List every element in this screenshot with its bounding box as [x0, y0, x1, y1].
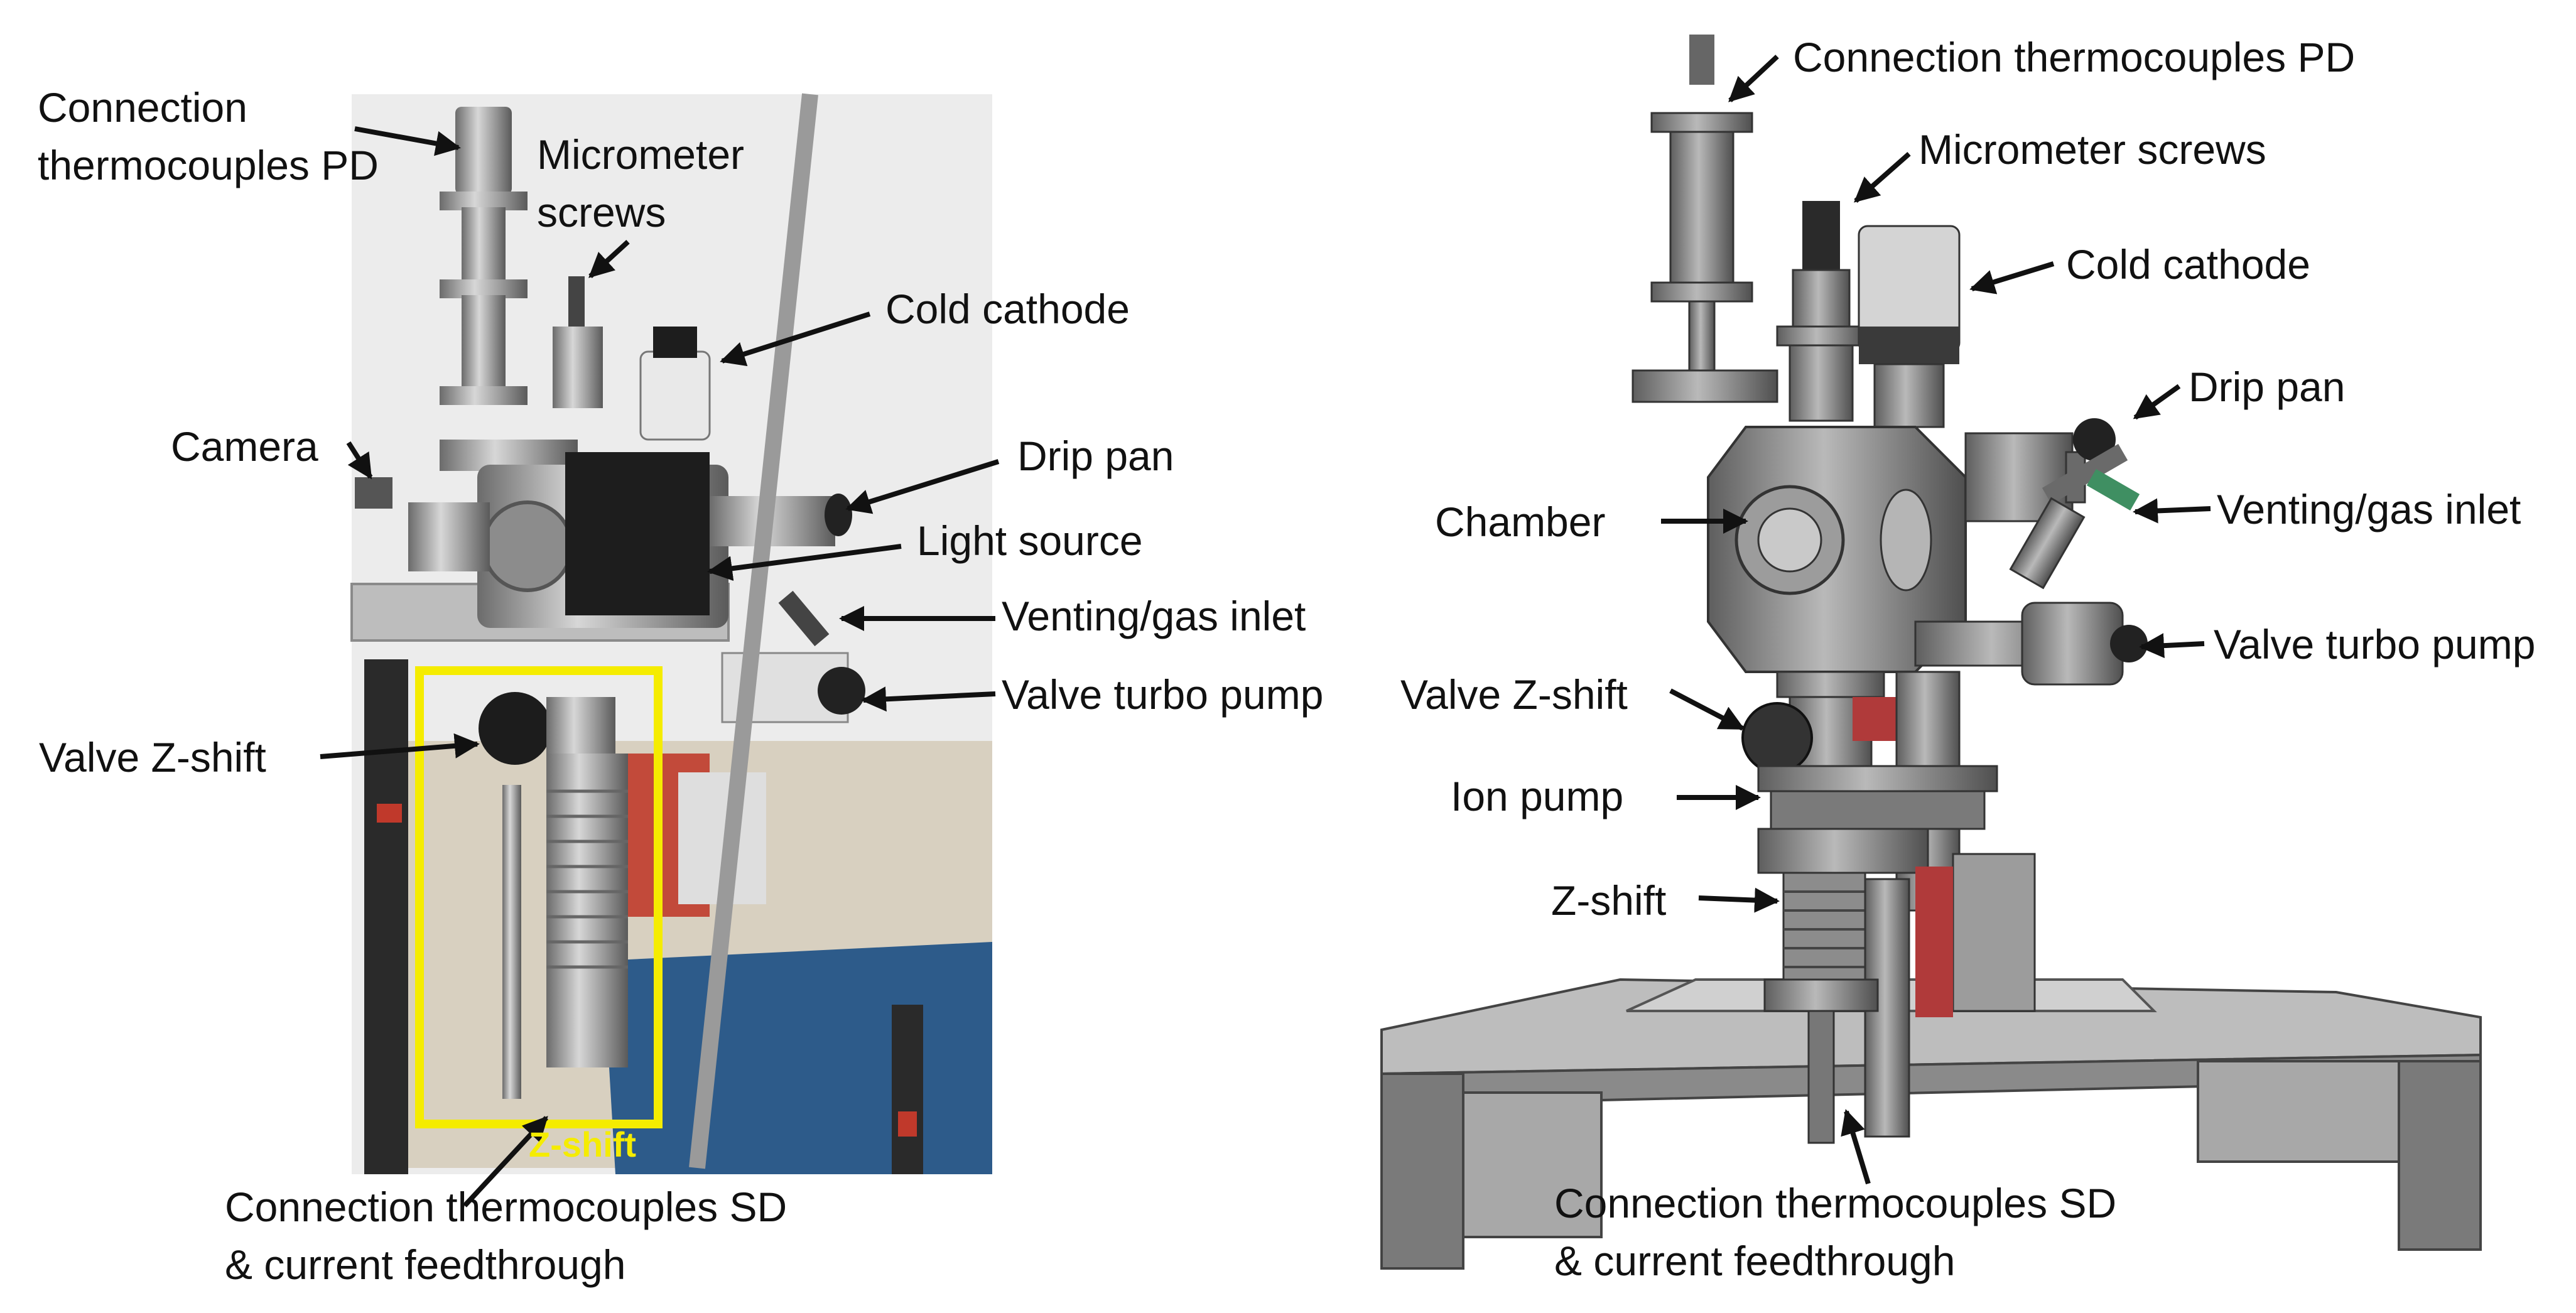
- right-label-drip-pan: Drip pan: [2189, 364, 2346, 410]
- cad-drip-pan-knob: [2073, 418, 2116, 461]
- left-label-venting: Venting/gas inlet: [1002, 593, 1306, 639]
- zshift-highlight-label: Z-shift: [529, 1125, 637, 1164]
- camera-photo: [355, 477, 392, 509]
- arrow-right-pd: [1728, 55, 1779, 102]
- left-label-connection-pd: Connection thermocouples PD: [38, 84, 379, 189]
- right-label-connection-pd: Connection thermocouples PD: [1793, 34, 2356, 80]
- arrow-right-micrometer: [1854, 152, 1911, 203]
- left-label-micrometer: Micrometer screws: [537, 131, 745, 236]
- right-label-ion-pump: Ion pump: [1451, 773, 1624, 819]
- arrow-left-light-source: [707, 544, 902, 581]
- arrow-right-turbo: [2139, 633, 2205, 659]
- arrow-right-venting: [2133, 498, 2211, 524]
- arrow-left-drip-pan: [845, 459, 1000, 514]
- arrow-right-drip-pan: [2133, 384, 2181, 420]
- micrometer-photo: [568, 276, 585, 333]
- right-label-valve-zshift: Valve Z-shift: [1400, 671, 1628, 718]
- left-label-valve-zshift: Valve Z-shift: [39, 734, 266, 781]
- right-label-valve-turbo: Valve turbo pump: [2214, 621, 2536, 667]
- table-leg-right: [892, 1005, 923, 1174]
- arrow-right-cold-cathode: [1969, 261, 2055, 294]
- valve-zshift-photo: [479, 692, 551, 765]
- cad-table-leg-left: [1380, 1073, 1464, 1270]
- cad-micrometer: [1802, 201, 1840, 276]
- arrow-left-cold-cathode: [720, 311, 871, 367]
- right-label-venting: Venting/gas inlet: [2217, 486, 2521, 532]
- cad-turbo-valve: [2021, 602, 2124, 686]
- left-label-connection-sd: Connection thermocouples SD & current fe…: [225, 1184, 787, 1289]
- left-label-valve-turbo: Valve turbo pump: [1002, 671, 1324, 718]
- bellows-photo: [546, 754, 628, 1067]
- arrow-left-camera: [346, 441, 373, 480]
- pd-connector: [455, 107, 512, 195]
- arrow-right-zshift: [1698, 887, 1780, 913]
- arrow-left-turbo: [861, 686, 996, 712]
- right-label-connection-sd: Connection thermocouples SD & current fe…: [1554, 1180, 2117, 1285]
- arrow-left-valve-zshift: [320, 733, 480, 759]
- light-source-box: [565, 452, 710, 615]
- support-rod: [689, 93, 818, 1169]
- right-label-cold-cathode: Cold cathode: [2066, 241, 2310, 288]
- left-label-drip-pan: Drip pan: [1017, 433, 1174, 479]
- arrow-right-sd: [1841, 1109, 1871, 1185]
- arrow-right-valve-zshift: [1669, 688, 1745, 731]
- cad-pd-pins: [1689, 35, 1714, 85]
- right-label-chamber: Chamber: [1435, 499, 1606, 545]
- right-label-micrometer: Micrometer screws: [1918, 126, 2266, 173]
- arrow-left-micrometer: [588, 240, 630, 278]
- left-label-cold-cathode: Cold cathode: [885, 286, 1130, 332]
- venting-photo: [778, 590, 830, 647]
- cold-cathode-photo: [639, 350, 711, 441]
- arrow-left-pd: [354, 126, 461, 156]
- arrow-left-sd: [463, 1116, 548, 1208]
- right-label-zshift: Z-shift: [1551, 877, 1667, 924]
- cad-valve-zshift: [1741, 702, 1813, 774]
- cad-venting: [2086, 469, 2140, 511]
- left-label-light-source: Light source: [917, 517, 1143, 564]
- cad-table-leg-right: [2398, 1060, 2482, 1251]
- left-label-camera: Camera: [171, 423, 318, 470]
- table-leg-left: [364, 659, 408, 1174]
